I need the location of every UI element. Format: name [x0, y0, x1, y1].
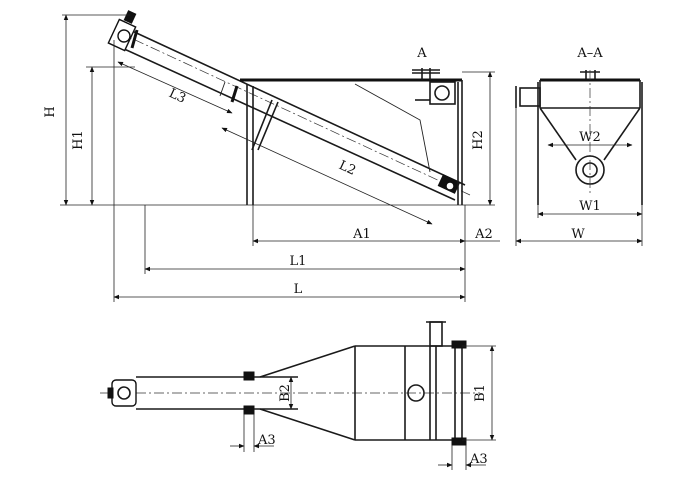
- label-H2: H2: [471, 130, 486, 150]
- dimension-L: L: [113, 40, 466, 302]
- label-L: L: [294, 282, 303, 297]
- dimension-L1: L1: [144, 205, 466, 302]
- label-A3-right: A3: [469, 452, 488, 467]
- drive-unit-icon: [111, 379, 137, 407]
- label-W1: W1: [579, 199, 601, 214]
- side-elevation-view: H H1 H2 A L3 L2 A1 A2: [43, 10, 500, 302]
- outlet-circle-icon: [407, 384, 425, 402]
- inclined-screw-tube: [107, 10, 471, 201]
- label-A3-left: A3: [257, 433, 276, 448]
- label-L2: L2: [336, 158, 358, 179]
- label-section-A-A: A–A: [576, 46, 603, 61]
- dimension-A1-A2: A1 A2: [252, 205, 500, 246]
- dimension-H: H: [43, 14, 130, 206]
- plan-view: B2 B1 A3 A3: [100, 321, 496, 470]
- dimension-H2: H2: [462, 71, 495, 206]
- label-L3: L3: [166, 86, 188, 107]
- label-section-A: A: [416, 46, 427, 61]
- support-legs: [246, 84, 279, 205]
- label-H1: H1: [71, 130, 86, 150]
- label-B1: B1: [473, 384, 488, 402]
- label-B2: B2: [278, 384, 293, 402]
- settling-tank: [240, 68, 463, 205]
- label-L1: L1: [290, 254, 307, 269]
- section-A-A-view: A–A W2 W1 W: [515, 46, 643, 246]
- label-A1: A1: [352, 227, 371, 242]
- label-H: H: [43, 106, 58, 117]
- label-W2: W2: [579, 130, 601, 145]
- dimension-H1: H1: [71, 66, 135, 206]
- label-W: W: [571, 227, 585, 242]
- label-A2: A2: [474, 227, 493, 242]
